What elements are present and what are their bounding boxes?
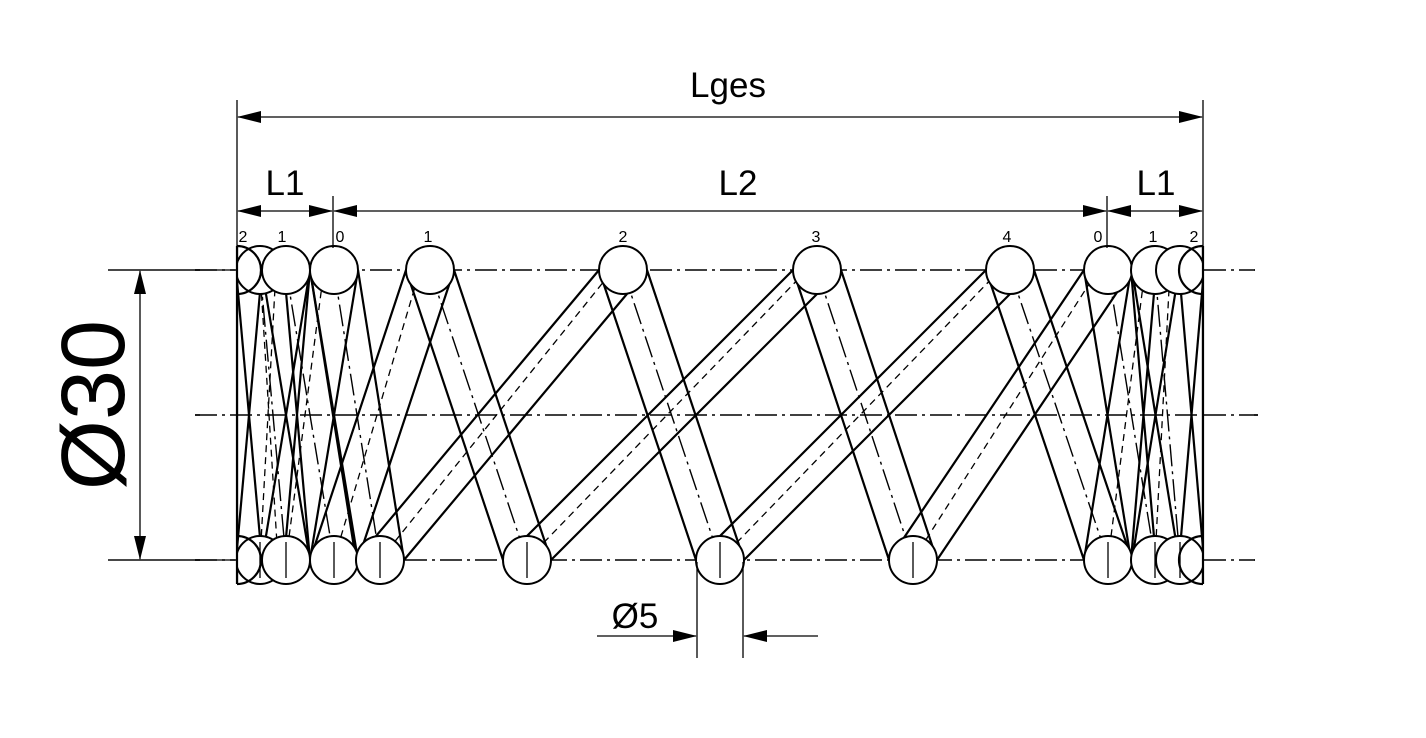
end-half-section	[1177, 534, 1204, 586]
coil-number: 1	[424, 229, 433, 246]
coil-edge-line	[502, 269, 794, 561]
coil-axis-line	[622, 269, 721, 561]
coil-edge-line	[282, 269, 312, 561]
coil-number: 2	[239, 229, 248, 246]
coil-edge-line	[404, 269, 505, 561]
coil-edge-line	[234, 269, 264, 561]
coil-edge-line	[260, 269, 312, 561]
wire-diameter-label: Ø5	[612, 597, 659, 636]
coil-edge-line	[1129, 269, 1158, 561]
coil-axis-line	[259, 269, 287, 561]
coil-numbers: 2 1 0 1 2 3 4 0 1 2	[239, 229, 1199, 246]
coil-edge-line	[1082, 269, 1133, 561]
center-lines	[195, 269, 1258, 561]
coil-edge-line	[356, 269, 456, 561]
coil-number: 0	[336, 229, 345, 246]
wire-section-top	[985, 245, 1035, 295]
coil-axis-line	[816, 269, 914, 561]
coil-axis-line	[1154, 269, 1171, 561]
left-end-length-label: L1	[266, 164, 305, 203]
extension-lines	[108, 100, 1204, 658]
coil-number: 3	[812, 229, 821, 246]
coil-axis-line	[259, 269, 279, 561]
coil-edge-line	[1177, 269, 1206, 561]
coil-edge-line	[403, 269, 648, 561]
coil-axis-line	[259, 269, 277, 561]
coil-edge-line	[550, 269, 842, 561]
coil-number: 1	[278, 229, 287, 246]
end-half-section	[1177, 244, 1204, 296]
coil-edge-line	[308, 269, 358, 561]
wire-section-top	[1083, 245, 1133, 295]
coil-edge-line	[308, 269, 408, 561]
outer-diameter-label: Ø30	[44, 320, 144, 490]
wire-section-top	[598, 245, 648, 295]
coil-axis-line	[1107, 269, 1156, 561]
wire-section-top	[405, 245, 455, 295]
right-end-length-label: L1	[1137, 164, 1176, 203]
coil-axis-line	[1154, 269, 1181, 561]
coil-axis-line	[912, 269, 1099, 561]
coil-axis-line	[379, 269, 614, 561]
dimension-lines	[134, 111, 1203, 642]
coil-edge-line	[743, 269, 1035, 561]
wire-section-top	[792, 245, 842, 295]
coil-axis-line	[1009, 269, 1109, 561]
coil-number: 2	[1190, 229, 1199, 246]
overall-length-label: Lges	[690, 66, 766, 105]
coil-number: 1	[1149, 229, 1158, 246]
coil-edge-line	[695, 269, 987, 561]
coil-number: 2	[619, 229, 628, 246]
end-half-section	[236, 534, 263, 586]
coil-edge-line	[936, 269, 1133, 561]
end-half-section	[236, 244, 263, 296]
coil-edge-line	[888, 269, 1085, 561]
coil-number: 0	[1094, 229, 1103, 246]
body-length-label: L2	[719, 164, 758, 203]
coil-edge-line	[355, 269, 600, 561]
coil-edge-line	[1130, 269, 1181, 561]
coil-axis-line	[285, 269, 335, 561]
coil-number: 4	[1003, 229, 1012, 246]
coil-edge-line	[452, 269, 553, 561]
wire-section-top	[309, 245, 359, 295]
wire-section-top	[261, 245, 311, 295]
